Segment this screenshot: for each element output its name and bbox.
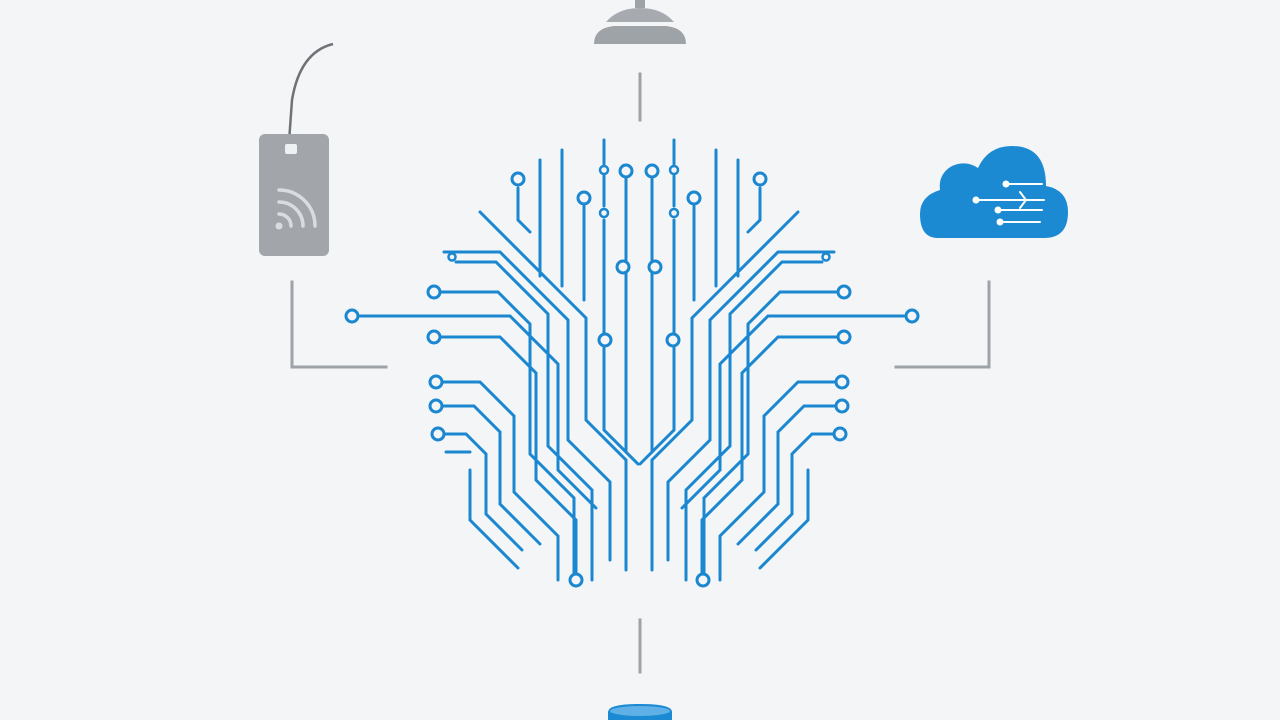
circuit-node: [598, 164, 610, 176]
circuit-node: [836, 284, 852, 300]
circuit-node: [597, 332, 613, 348]
trace: [454, 260, 594, 582]
sensor-dome-icon: [594, 0, 686, 44]
trace: [684, 260, 824, 582]
circuit-node: [668, 164, 680, 176]
trace: [438, 290, 576, 578]
connectors: [290, 72, 991, 674]
circuit-node: [428, 398, 444, 414]
circuit-node: [644, 163, 660, 179]
circuit-node: [752, 171, 768, 187]
trace: [468, 468, 520, 570]
trace: [516, 186, 532, 234]
wireless-signal-icon: [275, 188, 317, 230]
circuit-node: [668, 207, 680, 219]
circuit-node: [647, 259, 663, 275]
circuit-node: [344, 308, 360, 324]
circuit-node: [904, 308, 920, 324]
circuit-node: [576, 190, 592, 206]
trace: [602, 344, 640, 466]
trace: [736, 404, 838, 546]
trace: [442, 250, 612, 562]
trace: [442, 432, 524, 552]
circuit-node: [598, 207, 610, 219]
circuit-node: [447, 252, 457, 262]
circuit-node: [428, 374, 444, 390]
circuit-node: [615, 259, 631, 275]
trace: [702, 290, 840, 578]
trace: [758, 468, 810, 570]
circuit-node: [695, 572, 711, 588]
circuit-node: [836, 329, 852, 345]
circuit-node: [430, 426, 446, 442]
trace: [358, 314, 598, 510]
trace: [440, 404, 542, 546]
cloud-data-icon: [920, 146, 1068, 238]
trace: [638, 344, 676, 466]
trace: [680, 314, 906, 510]
database-icon: [608, 704, 672, 720]
circuit-brain: [344, 138, 920, 588]
trace: [478, 210, 628, 572]
connector-left: [290, 280, 388, 369]
trace: [440, 380, 560, 582]
rfid-tag-icon: [259, 42, 334, 256]
trace: [650, 210, 800, 572]
circuit-node: [686, 190, 702, 206]
circuit-node: [510, 171, 526, 187]
trace: [700, 335, 840, 576]
circuit-node: [618, 163, 634, 179]
trace: [746, 186, 762, 234]
circuit-node: [832, 426, 848, 442]
circuit-nodes: [344, 163, 920, 588]
circuit-node: [834, 374, 850, 390]
circuit-node: [426, 284, 442, 300]
circuit-node: [834, 398, 850, 414]
trace: [438, 335, 578, 576]
circuit-node: [821, 252, 831, 262]
trace: [718, 380, 838, 582]
circuit-node: [665, 332, 681, 348]
circuit-node: [568, 572, 584, 588]
trace: [754, 432, 836, 552]
trace: [666, 250, 836, 562]
connector-right: [894, 280, 991, 369]
circuit-node: [426, 329, 442, 345]
